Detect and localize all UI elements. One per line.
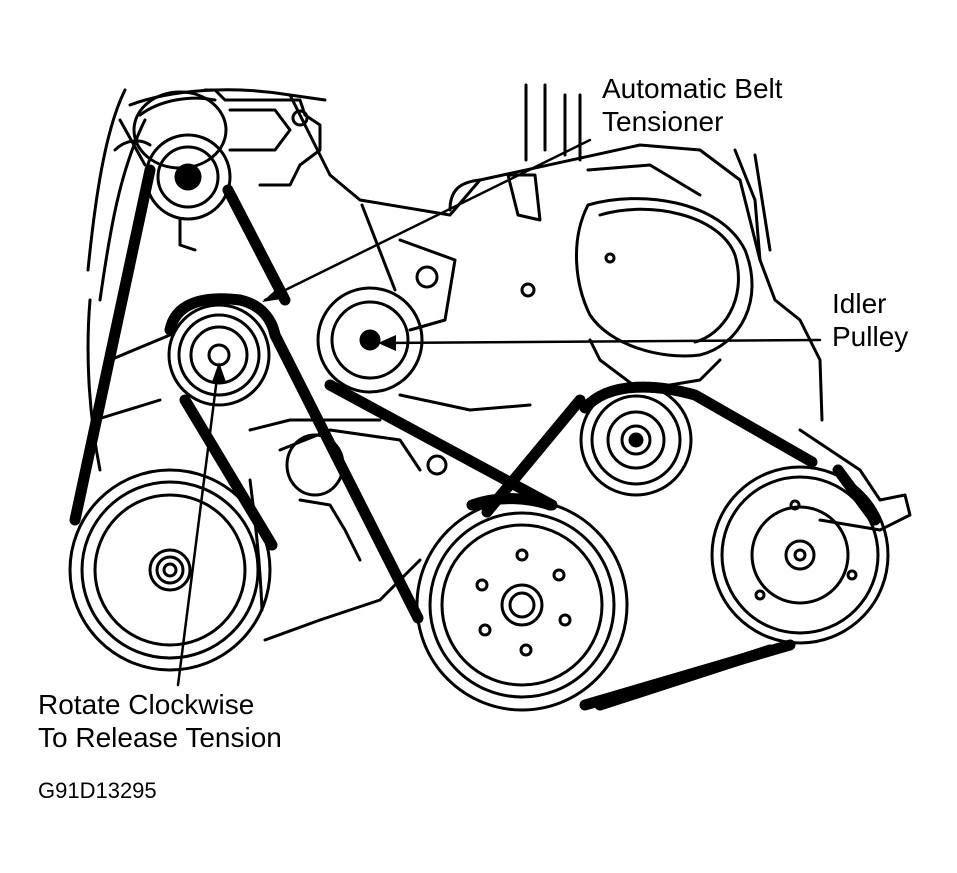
rotate-leader-line: [176, 368, 220, 687]
tensioner-label-line2: Tensioner: [602, 106, 724, 137]
compressor-pulley: [710, 465, 890, 645]
idler-label-line1: Idler: [832, 288, 887, 319]
tensioner-label-line1: Automatic Belt: [602, 73, 783, 104]
serpentine-belt: [69, 164, 881, 711]
large-background-disc: [574, 197, 754, 358]
power-steering-pulley: [579, 383, 693, 497]
leader-lines: [176, 138, 822, 687]
alternator-pulley: [68, 468, 272, 672]
figure-id: G91D13295: [38, 778, 157, 803]
idler-pulley: [316, 286, 424, 394]
rotate-label: Rotate Clockwise To Release Tension: [38, 688, 282, 754]
tensioner-arrowhead: [262, 284, 288, 302]
tensioner-rotate-pulley: [167, 303, 271, 407]
rotate-label-line1: Rotate Clockwise: [38, 689, 255, 720]
tensioner-label: Automatic Belt Tensioner: [602, 72, 783, 138]
idler-label: Idler Pulley: [832, 287, 908, 353]
idler-leader-line: [380, 338, 822, 345]
idler-label-line2: Pulley: [832, 321, 909, 352]
crankshaft-pulley: [415, 498, 629, 712]
rotate-arrowhead: [212, 362, 226, 382]
automatic-belt-tensioner-pulley: [144, 133, 232, 221]
idler-arrowhead: [378, 335, 396, 351]
leader-arrowheads: [212, 284, 396, 382]
tensioner-leader-line: [263, 138, 592, 302]
engine-housing-outline: [86, 83, 912, 642]
rotate-label-line2: To Release Tension: [38, 722, 282, 753]
